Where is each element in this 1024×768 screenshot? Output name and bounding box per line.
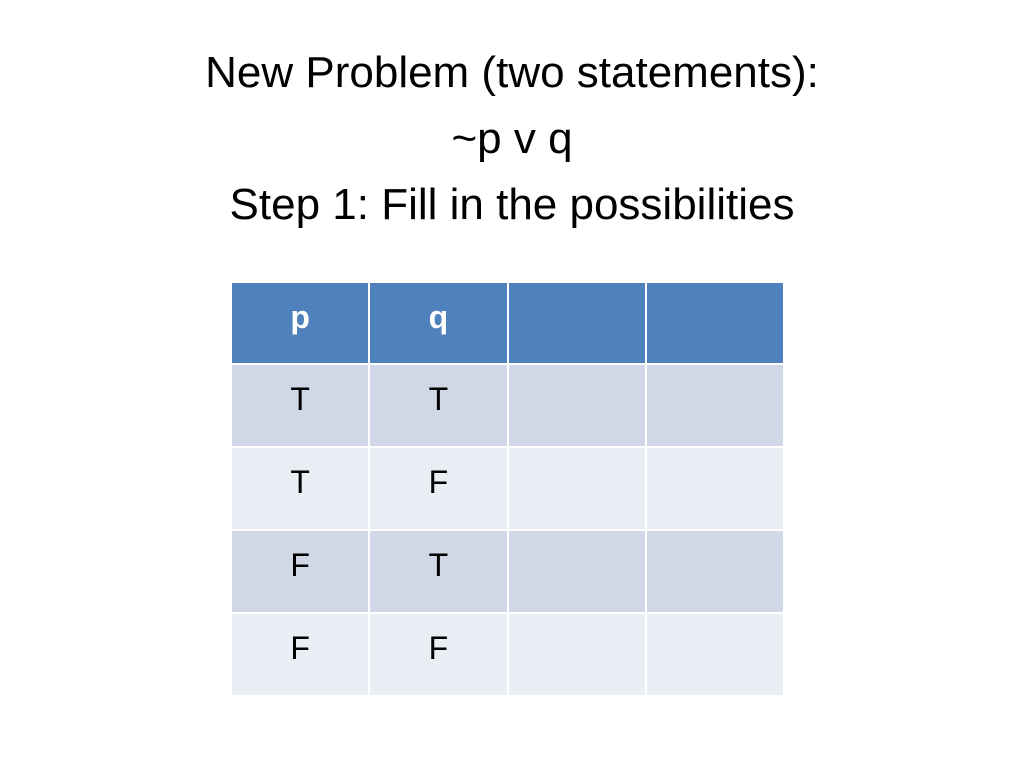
table-cell (644, 529, 786, 614)
table-cell (506, 612, 647, 697)
table-cell: T (229, 363, 371, 448)
table-row: T F (229, 446, 786, 531)
table-cell: T (368, 363, 509, 448)
table-header-row: p q (229, 281, 786, 365)
table-cell (644, 612, 786, 697)
header-cell-p: p (229, 281, 371, 365)
table-cell: F (368, 446, 509, 531)
header-cell-3 (506, 281, 647, 365)
title-line-2: ~p v q (451, 114, 573, 163)
truth-table: p q T T T F F T (229, 281, 786, 697)
table-cell (644, 363, 786, 448)
title-line-1: New Problem (two statements): (205, 48, 819, 97)
table-cell (644, 446, 786, 531)
table-row: T T (229, 363, 786, 448)
table-cell: F (229, 529, 371, 614)
header-cell-q: q (368, 281, 509, 365)
table-cell (506, 529, 647, 614)
table-row: F F (229, 612, 786, 697)
table-cell: T (368, 529, 509, 614)
table-cell: F (229, 612, 371, 697)
header-cell-4 (644, 281, 786, 365)
table-cell: T (229, 446, 371, 531)
table-cell: F (368, 612, 509, 697)
table-row: F T (229, 529, 786, 614)
title-line-3: Step 1: Fill in the possibilities (229, 180, 795, 229)
slide-title: New Problem (two statements): ~p v q Ste… (80, 40, 944, 238)
table-cell (506, 363, 647, 448)
table-cell (506, 446, 647, 531)
